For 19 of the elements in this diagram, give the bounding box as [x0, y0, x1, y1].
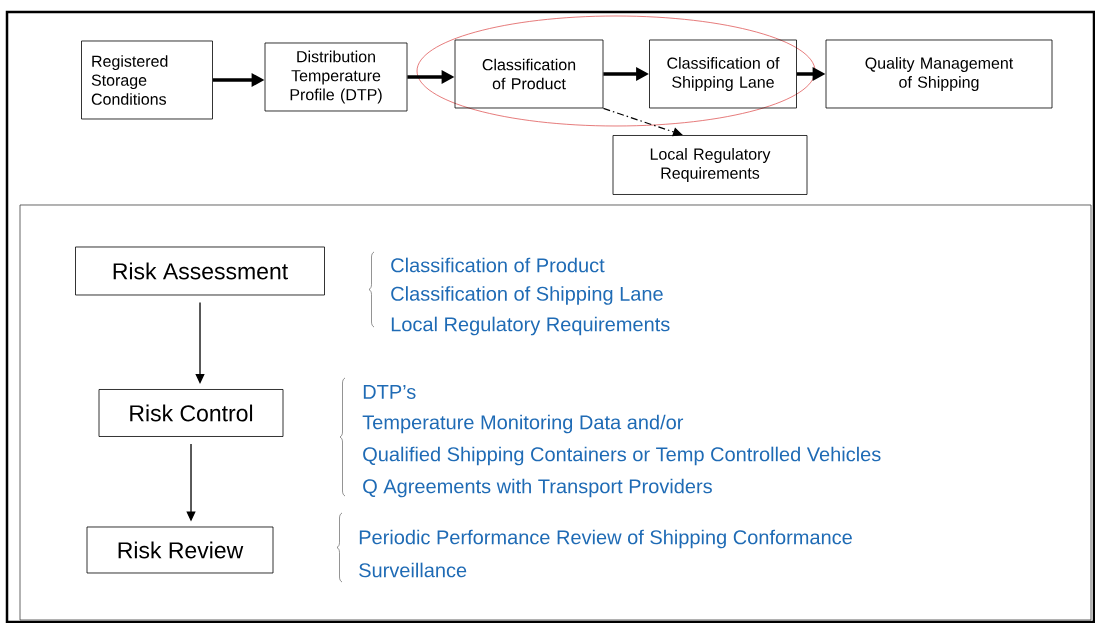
list-text: Periodic Performance Review of Shipping Conformance	[359, 529, 852, 549]
process-box: Classification of Product	[454, 39, 604, 109]
arrow	[602, 107, 683, 137]
process-box: Quality Management of Shipping	[825, 39, 1053, 109]
process-box: Local Regulatory Requirements	[612, 135, 808, 195]
list-text: Surveillance	[359, 562, 467, 578]
list-text: Q Agreements with Transport Providers	[363, 478, 712, 498]
process-box: Registered Storage Conditions	[81, 40, 213, 120]
stage-box: Risk Assessment	[75, 246, 325, 296]
stage-box: Risk Review	[86, 526, 274, 574]
list-text: Qualified Shipping Containers or Temp Controlled Vehicles	[363, 446, 881, 466]
list-text: Classification of Product	[391, 257, 605, 273]
list-text: DTP’s	[363, 385, 416, 399]
list-text: Local Regulatory Requirements	[391, 316, 670, 336]
list-text: Temperature Monitoring Data and/or	[362, 414, 684, 434]
list-text: Classification of Shipping Lane	[391, 286, 663, 305]
process-box: Distribution Temperature Profile (DTP)	[264, 42, 408, 112]
stage-box: Risk Control	[98, 389, 284, 437]
process-box: Classification of Shipping Lane	[649, 39, 797, 109]
